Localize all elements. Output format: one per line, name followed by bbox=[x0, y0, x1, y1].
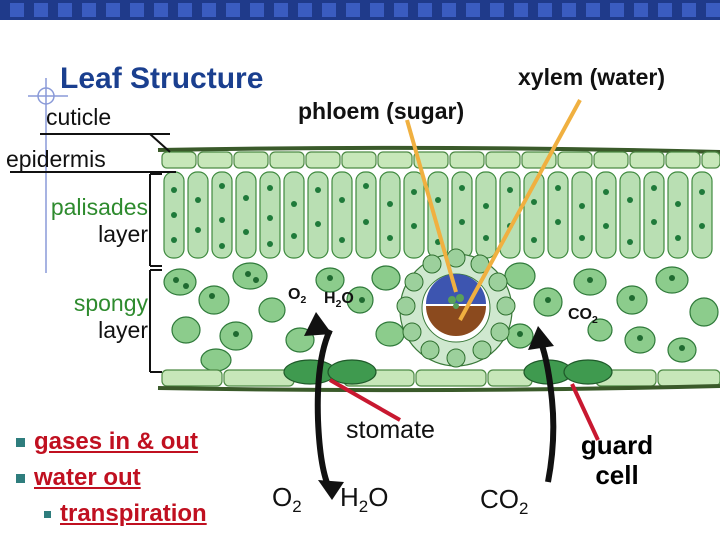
outside-o2: O2 bbox=[272, 482, 302, 517]
label-cuticle: cuticle bbox=[46, 104, 112, 130]
label-spongy: spongy layer bbox=[16, 290, 148, 344]
lower-epidermis bbox=[161, 369, 720, 387]
upper-epidermis bbox=[161, 151, 720, 169]
label-epidermis: epidermis bbox=[6, 146, 106, 172]
guard-cell-pointer bbox=[570, 383, 600, 441]
header-bar bbox=[0, 0, 720, 20]
label-palisades: palisades layer bbox=[16, 194, 148, 248]
phloem-pointer bbox=[405, 119, 458, 293]
label-palisades-line1: palisades bbox=[50, 194, 148, 220]
label-stomate: stomate bbox=[346, 416, 435, 444]
stomate-pointer bbox=[329, 378, 401, 422]
label-guard-line2: cell bbox=[595, 460, 639, 490]
bullet-list: gases in & out water out transpiration bbox=[16, 424, 207, 532]
palisade-cells bbox=[163, 171, 713, 259]
bullet-water: water out bbox=[16, 460, 207, 496]
label-guard-cell: guard cell bbox=[580, 430, 654, 490]
outside-h2o: H2O bbox=[340, 482, 389, 517]
label-spongy-line1: spongy bbox=[73, 290, 148, 316]
gas-flow-arrows bbox=[314, 328, 557, 492]
bullet-marker-icon bbox=[16, 474, 25, 484]
slide-title: Leaf Structure bbox=[60, 62, 264, 95]
palisade-chloroplasts bbox=[171, 183, 705, 249]
spongy-chloroplasts bbox=[173, 271, 685, 351]
bullet-gases: gases in & out bbox=[16, 424, 207, 460]
label-spongy-line2: layer bbox=[98, 317, 148, 343]
inside-h2o: H2O bbox=[324, 290, 354, 311]
label-phloem: phloem (sugar) bbox=[298, 98, 465, 124]
outside-co2: CO2 bbox=[480, 484, 529, 519]
label-xylem: xylem (water) bbox=[518, 64, 666, 90]
title-crosshair-decoration bbox=[28, 78, 68, 273]
sub-bullet-marker-icon bbox=[44, 511, 51, 519]
xylem-pointer bbox=[458, 99, 582, 321]
bullet-marker-icon bbox=[16, 438, 25, 448]
bullet-transpiration: transpiration bbox=[16, 496, 207, 532]
layer-brackets bbox=[149, 173, 162, 373]
inside-co2: CO2 bbox=[568, 306, 598, 327]
label-palisades-line2: layer bbox=[98, 221, 148, 247]
inside-o2: O2 bbox=[288, 286, 307, 307]
label-guard-line1: guard bbox=[580, 430, 654, 460]
cuticle-layer bbox=[157, 145, 720, 154]
